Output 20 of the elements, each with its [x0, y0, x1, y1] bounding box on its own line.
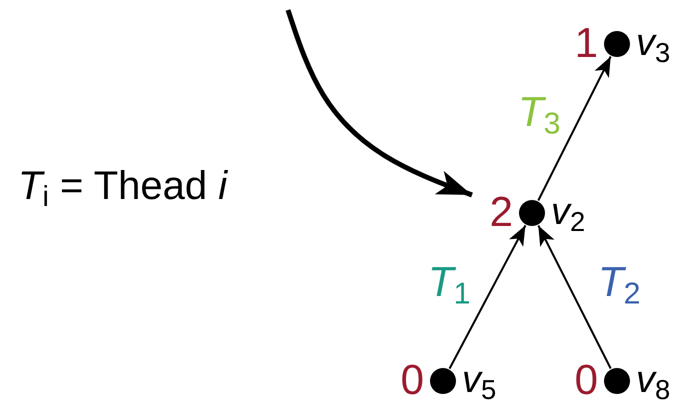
- arrow: [537, 56, 612, 201]
- vertex-name: v$_{5}$: [462, 361, 496, 401]
- edge-label: T$_{3}$: [518, 91, 560, 140]
- vertex-value: 0: [574, 359, 598, 401]
- vertex-name: v$_{3}$: [636, 24, 670, 66]
- arrow: [537, 225, 612, 369]
- vertex-name: v$_{2}$: [551, 193, 586, 236]
- vertex-name: v$_{8}$: [636, 361, 670, 401]
- vertex-dot: [519, 200, 545, 226]
- vertex-dot: [604, 368, 630, 394]
- arrow: [448, 224, 526, 370]
- definition-text: T$_{i}$ = Thead i: [18, 166, 228, 212]
- edge-label: T$_{1}$: [428, 261, 470, 310]
- vertex-value: 1: [574, 22, 598, 64]
- arrow: [286, 9, 473, 198]
- vertex-dot: [430, 368, 456, 394]
- vertex-value: 0: [400, 359, 424, 401]
- edge-label: T$_{2}$: [598, 261, 640, 310]
- vertex-dot: [604, 31, 630, 57]
- vertex-value: 2: [490, 191, 513, 233]
